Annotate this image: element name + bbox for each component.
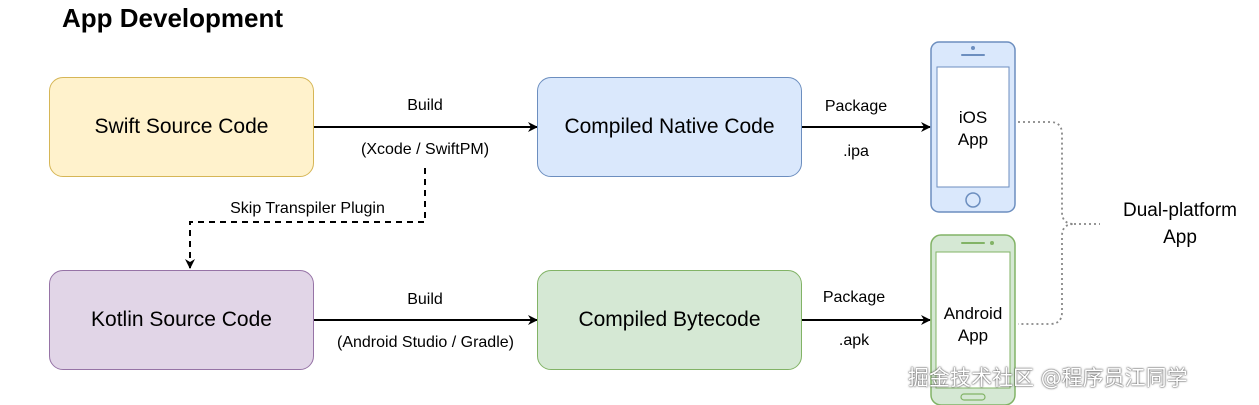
skip-transpiler-label: Skip Transpiler Plugin	[215, 200, 400, 218]
android-app-label: Android App	[931, 303, 1015, 347]
android-device-icon	[930, 234, 1016, 405]
kotlin-build-tool-label: (Android Studio / Gradle)	[337, 334, 514, 351]
ios-device-icon	[930, 41, 1016, 213]
dual-platform-label-line2: App	[1163, 227, 1197, 248]
swift-build-tool-label: (Xcode / SwiftPM)	[360, 141, 490, 158]
ios-app-label: iOS App	[937, 107, 1009, 151]
ios-package-label: Package	[824, 98, 888, 115]
skip-transpiler-arrow	[185, 168, 426, 269]
compiled-bytecode-node: Compiled Bytecode	[537, 270, 802, 370]
ios-app-label-line2: App	[957, 130, 989, 149]
swift-build-label: Build	[407, 97, 443, 114]
kotlin-source-code-node: Kotlin Source Code	[49, 270, 314, 370]
compiled-native-code-node: Compiled Native Code	[537, 77, 802, 177]
dual-platform-label-line1: Dual-platform	[1122, 200, 1238, 221]
apk-label: .apk	[838, 332, 870, 349]
android-app-label-line2: App	[957, 326, 989, 345]
dual-platform-bracket	[1018, 121, 1100, 325]
diagram-title: App Development	[62, 3, 284, 33]
ipa-label: .ipa	[843, 143, 869, 160]
watermark: 掘金技术社区 @程序员江同学	[908, 366, 1188, 390]
dual-platform-label: Dual-platform App	[1105, 197, 1255, 251]
kotlin-build-label: Build	[407, 291, 443, 308]
android-app-label-line1: Android	[943, 304, 1003, 323]
android-package-label: Package	[822, 289, 886, 306]
ios-app-label-line1: iOS	[958, 108, 988, 127]
swift-source-code-node: Swift Source Code	[49, 77, 314, 177]
